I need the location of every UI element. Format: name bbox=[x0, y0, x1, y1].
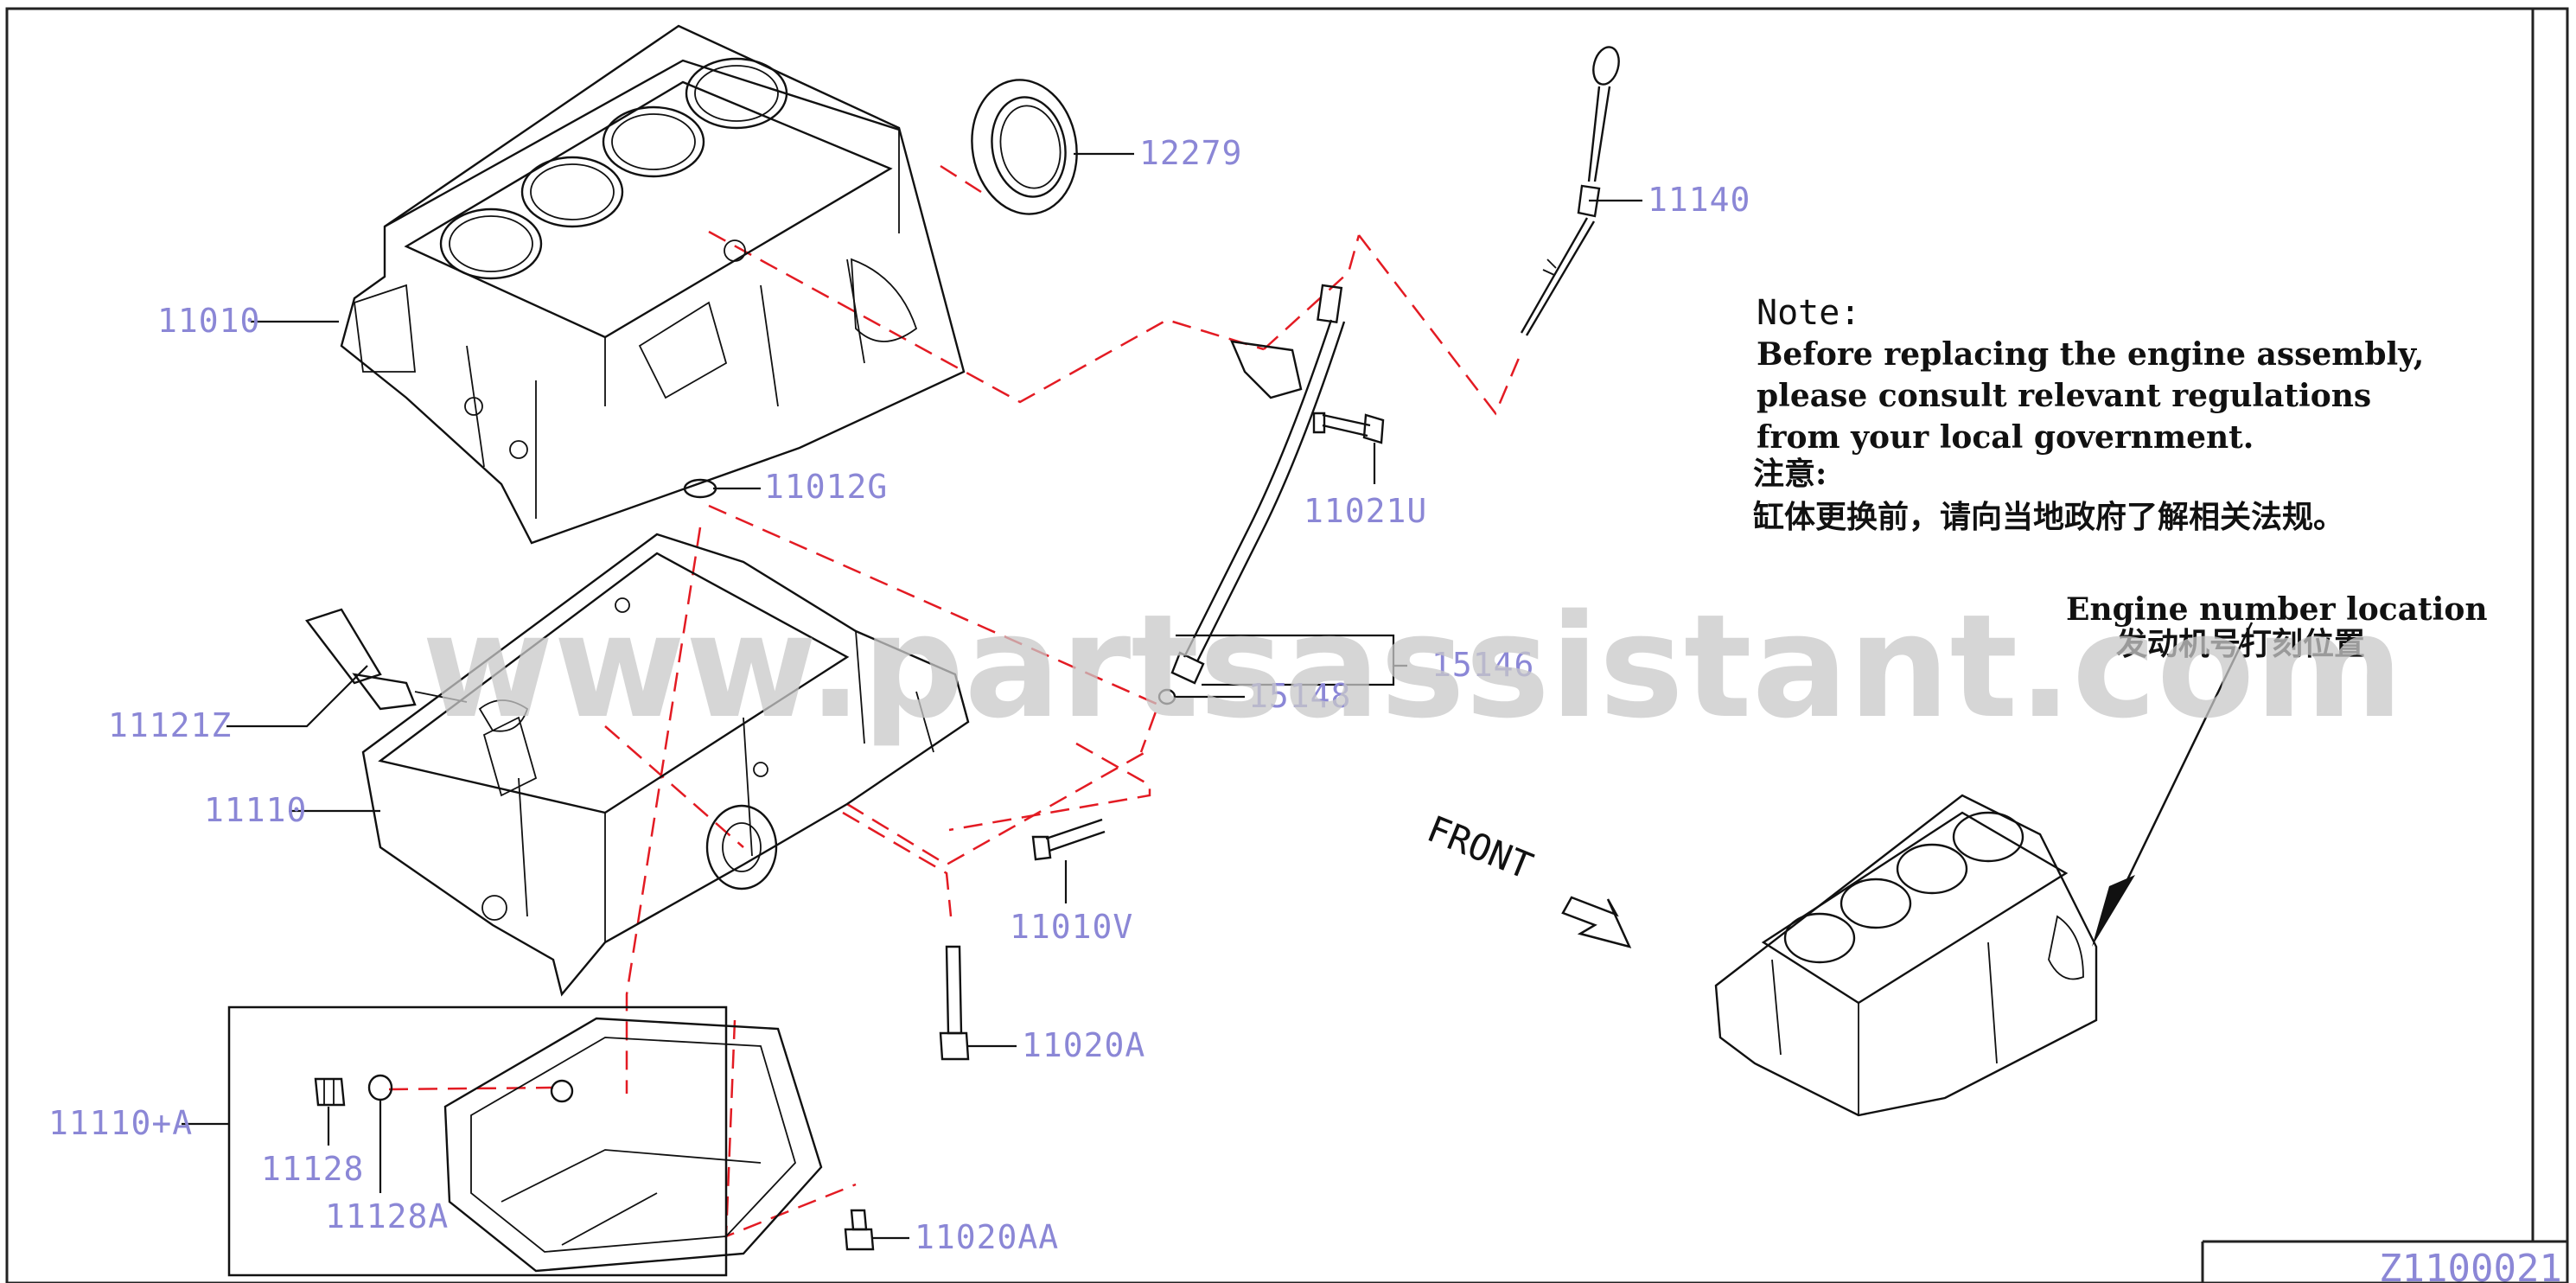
engine-number-caption: Engine number location 发动机号打刻位置 bbox=[2066, 591, 2488, 662]
oil-gauge-guide-illustration bbox=[1170, 284, 1346, 685]
watermark: www.partsassistant.com bbox=[422, 584, 2403, 750]
label-11012g[interactable]: 11012G bbox=[764, 468, 888, 506]
front-arrow: FRONT bbox=[1421, 807, 1632, 948]
note-line-1: Before replacing the engine assembly, bbox=[1757, 336, 2424, 373]
oil-dipstick-illustration bbox=[1520, 46, 1620, 336]
label-11020a[interactable]: 11020A bbox=[1022, 1026, 1145, 1064]
oring-15148-illustration bbox=[1157, 688, 1176, 705]
front-label: FRONT bbox=[1421, 807, 1539, 888]
part-labels: 12279 11140 11010 11012G 11021U 15146 15… bbox=[48, 134, 1750, 1256]
label-11140[interactable]: 11140 bbox=[1648, 181, 1750, 219]
label-11010[interactable]: 11010 bbox=[157, 302, 260, 340]
lower-oil-pan-illustration bbox=[443, 1017, 823, 1273]
label-11128a[interactable]: 11128A bbox=[325, 1197, 449, 1235]
label-11021u[interactable]: 11021U bbox=[1304, 492, 1427, 530]
breather-11121z-illustration bbox=[305, 608, 468, 711]
engine-number-pointer bbox=[2092, 622, 2254, 947]
upper-oil-pan-illustration bbox=[361, 533, 970, 997]
label-11121z[interactable]: 11121Z bbox=[108, 706, 232, 744]
label-15148[interactable]: 15148 bbox=[1248, 677, 1351, 715]
bolt-11020aa-illustration bbox=[844, 1209, 875, 1251]
diagram-border bbox=[5, 7, 2569, 1283]
leader-lines bbox=[182, 152, 1642, 1240]
drain-plug-11128-illustration bbox=[314, 1077, 346, 1107]
note-cn-line: 缸体更换前，请向当地政府了解相关法规。 bbox=[1753, 499, 2344, 535]
note-line-3: from your local government. bbox=[1757, 419, 2254, 456]
note-cn-heading: 注意: bbox=[1753, 456, 1827, 492]
crank-seal-illustration bbox=[971, 79, 1078, 215]
label-11010v[interactable]: 11010V bbox=[1010, 908, 1133, 946]
note-line-2: please consult relevant regulations bbox=[1757, 378, 2371, 414]
label-11110a[interactable]: 11110+A bbox=[48, 1104, 193, 1142]
oil-pan-kit-box bbox=[227, 1005, 728, 1277]
washer-11128a-illustration bbox=[367, 1074, 393, 1101]
engine-number-cn: 发动机号打刻位置 bbox=[2116, 626, 2365, 662]
label-12279[interactable]: 12279 bbox=[1139, 134, 1242, 172]
bolt-11020a-illustration bbox=[939, 945, 970, 1061]
label-11020aa[interactable]: 11020AA bbox=[915, 1218, 1059, 1256]
cylinder-block-illustration bbox=[340, 24, 966, 545]
dashed-leaders bbox=[388, 164, 1521, 1238]
label-11110[interactable]: 11110 bbox=[204, 791, 307, 829]
engine-number-en: Engine number location bbox=[2066, 591, 2488, 628]
note-block: Note: Before replacing the engine assemb… bbox=[1753, 293, 2424, 535]
note-heading: Note: bbox=[1757, 293, 1860, 333]
label-15146[interactable]: 15146 bbox=[1431, 646, 1534, 684]
bolt-11021u-illustration bbox=[1312, 412, 1385, 444]
bolt-11010v-illustration bbox=[1031, 818, 1106, 861]
figure-code: Z1100021 bbox=[2379, 1247, 2562, 1283]
engine-number-block-illustration bbox=[1714, 794, 2098, 1117]
label-11128[interactable]: 11128 bbox=[261, 1150, 364, 1188]
